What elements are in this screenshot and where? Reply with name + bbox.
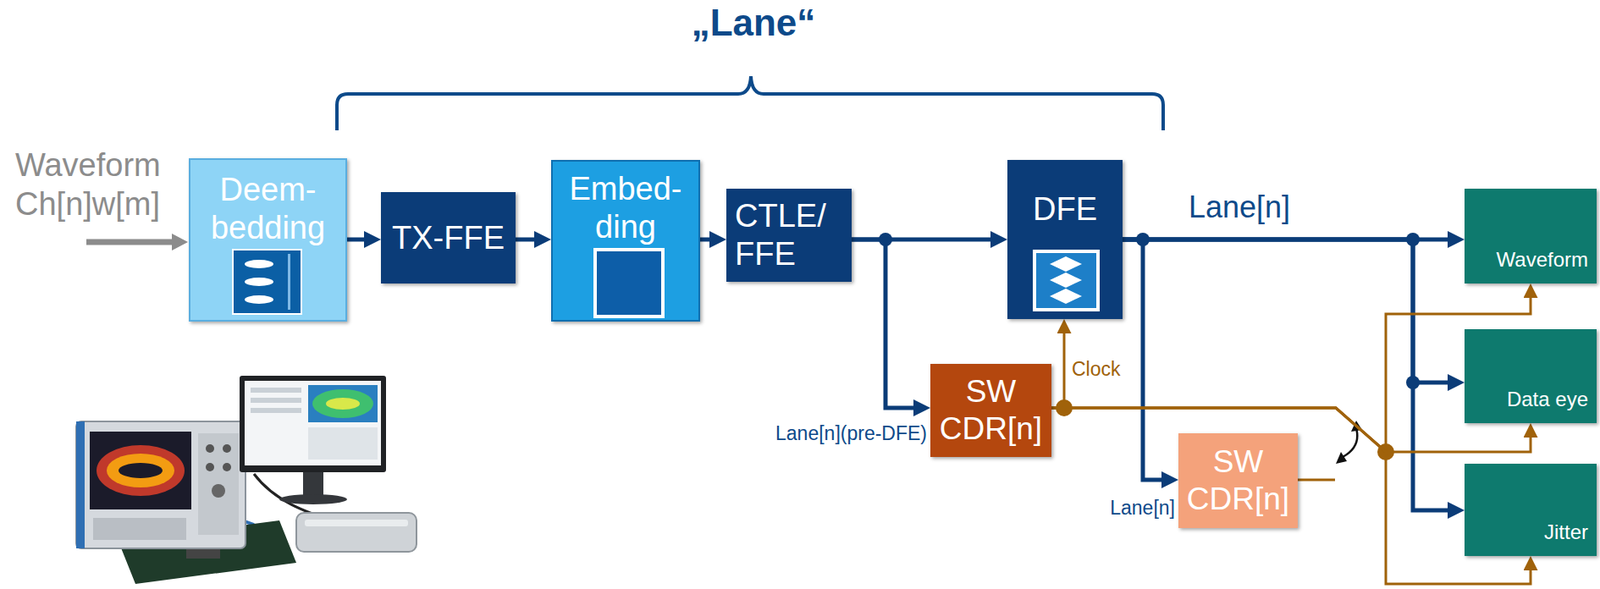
node-text: Deem- bedding [197, 171, 339, 248]
input-label: Waveform Ch[n]w[m] [15, 145, 182, 224]
lane-brace [336, 76, 1164, 131]
cdr-box: SW CDR[n] [1178, 433, 1298, 529]
signal-name: Lane[n] [1041, 496, 1176, 520]
connector [347, 237, 374, 243]
connector [515, 237, 544, 243]
dfe-box: DFE [1007, 160, 1123, 320]
eye-diagram-icon [595, 249, 663, 317]
process-box: CTLE/ FFE [726, 188, 852, 282]
process-box: TX-FFE [380, 192, 516, 284]
output-box: Data eye [1464, 329, 1597, 424]
lane-heading: „Lane“ [668, 1, 839, 45]
signal-name: Lane[n] [1188, 189, 1350, 226]
output-box: Waveform [1464, 188, 1597, 284]
node-text: Embed- ding [559, 170, 692, 247]
node-text: Data eye [1469, 387, 1589, 412]
connector [700, 237, 719, 243]
connector [1051, 326, 1065, 409]
embedding-box: Embed- ding [551, 160, 701, 322]
node-text: Jitter [1469, 520, 1589, 545]
signal-name: Lane[n](pre-DFE) [706, 421, 927, 446]
lab-setup-illustration [76, 375, 417, 585]
node-text: SW CDR[n] [935, 373, 1047, 448]
connector [851, 239, 923, 409]
connector [1122, 239, 1457, 383]
junction-dots [878, 232, 1420, 461]
node-text: DFE [1014, 190, 1116, 229]
connector [1122, 239, 1171, 480]
output-box: Jitter [1464, 463, 1597, 557]
eye-diagram-icon [1032, 249, 1100, 312]
node-text: CTLE/ FFE [734, 197, 844, 274]
node-text: SW CDR[n] [1183, 443, 1293, 519]
switch-stub [1297, 479, 1336, 482]
connector [1051, 291, 1531, 453]
node-text: TX-FFE [389, 219, 508, 258]
eye-diagram-icon [232, 249, 302, 315]
connector [1051, 408, 1531, 585]
cdr-box: SW CDR[n] [930, 364, 1052, 458]
node-text: Waveform [1469, 248, 1589, 272]
deembedding-box: Deem- bedding [188, 158, 348, 322]
input-arrow [86, 233, 188, 251]
edge-label: Clock [1071, 357, 1174, 381]
